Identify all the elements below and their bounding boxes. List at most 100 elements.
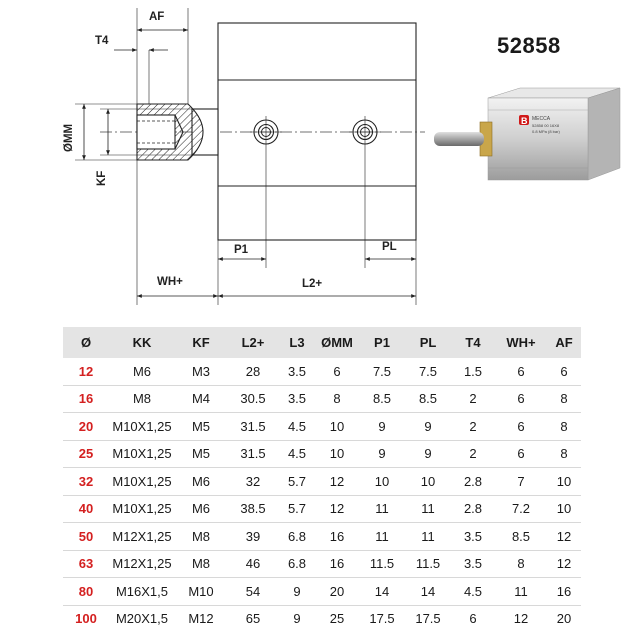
table-cell: 6 (495, 358, 547, 386)
bore-cell: 63 (63, 550, 109, 578)
column-header: T4 (451, 327, 495, 358)
table-cell: M6 (109, 358, 175, 386)
bore-cell: 16 (63, 385, 109, 413)
table-cell: 11.5 (405, 550, 451, 578)
bore-cell: 40 (63, 495, 109, 523)
table-cell: 4.5 (279, 412, 315, 441)
table-cell: 25 (329, 611, 345, 627)
table-cell: 3.5 (451, 550, 495, 578)
table-cell: 8 (547, 440, 581, 468)
table-cell: 16 (315, 550, 359, 578)
table-cell: 10 (315, 440, 359, 468)
table-cell: 8 (547, 412, 581, 441)
table-cell: 30.5 (227, 385, 279, 413)
table-cell: 14 (405, 577, 451, 606)
table-cell: 5.7 (279, 467, 315, 496)
table-cell: 4.5 (279, 440, 315, 468)
label-kf: KF (96, 171, 108, 186)
table-cell: 8.5 (405, 385, 451, 413)
table-cell: 6 (495, 412, 547, 441)
table-cell: 10 (359, 467, 405, 496)
table-cell: 9 (405, 412, 451, 441)
bore-cell: 12 (63, 358, 109, 386)
table-cell: 10 (315, 412, 359, 441)
table-cell: 17.5 (369, 611, 395, 627)
column-header: ØMM (315, 327, 359, 358)
label-af: AF (149, 11, 164, 23)
table-cell: 6.8 (279, 522, 315, 551)
table-cell: 6 (495, 385, 547, 413)
product-photo: B MECCA 52858 00 16X8 0.8 MPa (8 bar) (434, 87, 621, 181)
table-cell: 31.5 (227, 440, 279, 468)
table-cell: 12 (547, 550, 581, 578)
table-cell: 5.7 (279, 495, 315, 523)
table-cell: 9 (359, 412, 405, 441)
table-cell: 8 (315, 385, 359, 413)
table-cell: 8.5 (359, 385, 405, 413)
table-cell: M12X1,25 (109, 550, 175, 578)
table-cell: 10 (547, 495, 581, 523)
table-cell: 8 (495, 550, 547, 578)
photo-label-line2: 52858 00 16X8 (532, 123, 560, 128)
label-p1: P1 (234, 244, 249, 256)
table-cell: 46 (227, 550, 279, 578)
table-cell: 20 (556, 611, 572, 627)
cylinder-body (217, 22, 417, 241)
port-hole-left (250, 116, 282, 148)
table-cell: M8 (175, 522, 227, 551)
table-cell: M10X1,25 (109, 467, 175, 496)
table-cell: 32 (227, 467, 279, 496)
table-cell: 10 (547, 467, 581, 496)
table-cell: 6 (547, 358, 581, 386)
bore-cell: 50 (63, 522, 109, 551)
table-cell: 65 (245, 611, 261, 627)
table-cell: M16X1,5 (109, 577, 175, 606)
table-cell: 12 (513, 611, 529, 627)
table-cell: 11 (405, 495, 451, 523)
table-cell: 7 (495, 467, 547, 496)
table-cell: M20X1,5 (115, 611, 169, 627)
column-header: PL (405, 327, 451, 358)
table-cell: 9 (293, 611, 301, 627)
column-header: L2+ (227, 327, 279, 358)
table-cell: 31.5 (227, 412, 279, 441)
table-cell: M5 (175, 440, 227, 468)
table-cell: M4 (175, 385, 227, 413)
table-cell: M12X1,25 (109, 522, 175, 551)
technical-drawing: AF T4 ØMM KF P1 PL WH+ L2+ (63, 8, 425, 305)
table-cell: 17.5 (415, 611, 441, 627)
bore-cell: 80 (63, 577, 109, 606)
table-cell: 1.5 (451, 358, 495, 386)
column-header: KF (175, 327, 227, 358)
table-cell: 7.5 (405, 358, 451, 386)
table-cell: 9 (279, 577, 315, 606)
column-header: L3 (279, 327, 315, 358)
table-cell: 20 (315, 577, 359, 606)
column-header: WH+ (495, 327, 547, 358)
table-cell: 11 (495, 577, 547, 606)
label-wh: WH+ (157, 276, 183, 288)
column-header: P1 (359, 327, 405, 358)
table-cell: 2.8 (451, 467, 495, 496)
dimension-lines (82, 28, 416, 298)
table-cell: M6 (175, 467, 227, 496)
table-cell: M5 (175, 412, 227, 441)
table-cell: M10 (175, 577, 227, 606)
table-cell: 2 (451, 385, 495, 413)
table-cell: 11 (359, 522, 405, 551)
bore-cell: 25 (63, 440, 109, 468)
column-header: Ø (63, 327, 109, 358)
table-cell: M6 (175, 495, 227, 523)
label-t4: T4 (95, 35, 109, 47)
table-cell: 14 (359, 577, 405, 606)
table-cell: 12 (547, 522, 581, 551)
table-cell: 7.5 (359, 358, 405, 386)
table-cell: M3 (175, 358, 227, 386)
